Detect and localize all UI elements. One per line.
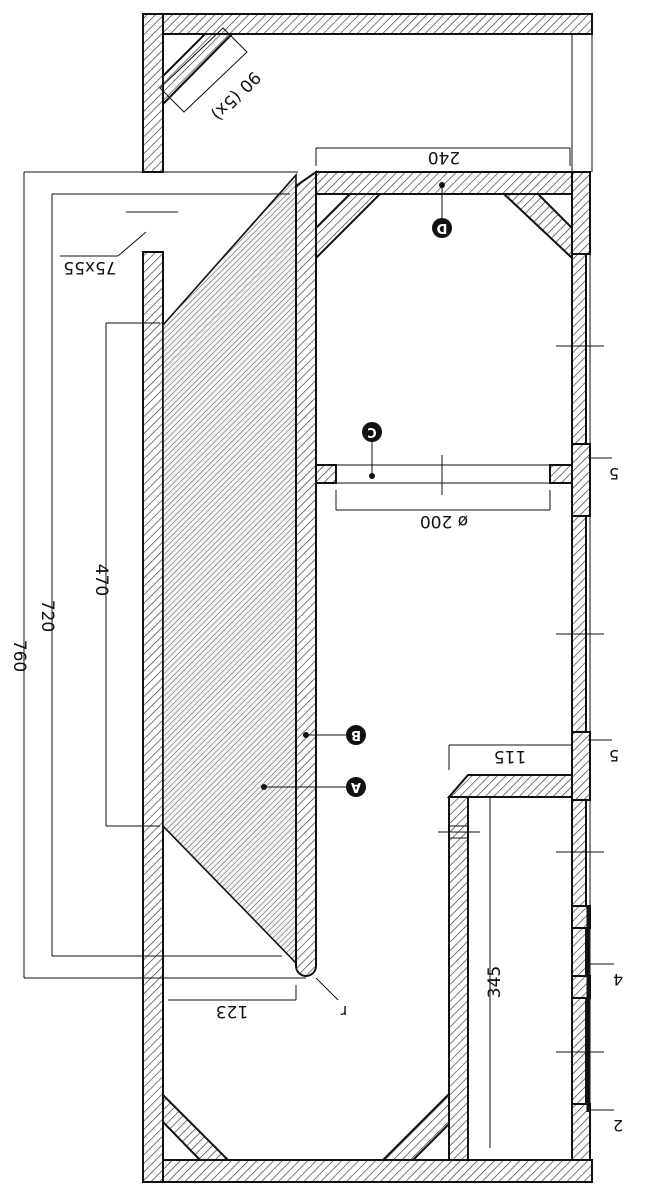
brace-top-left — [162, 33, 235, 107]
dim-345-label: 345 — [485, 966, 505, 998]
baffle-seg-1 — [571, 171, 591, 255]
top-panel — [142, 13, 593, 35]
dim-5-lower-label: 5 — [609, 746, 619, 765]
dim-diameter-label: ø 200 — [420, 511, 468, 531]
brace-bottom-left — [162, 1092, 231, 1161]
dim-760-label: 760 — [9, 640, 29, 672]
baffle-seg-5 — [571, 731, 591, 801]
baffle-seg-10 — [571, 997, 587, 1105]
callout-b-marker — [346, 725, 366, 745]
baffle-seg-2 — [571, 253, 587, 445]
lower-box-left-wall — [448, 796, 469, 1161]
divider-panel — [295, 170, 317, 977]
left-wall-lower — [142, 251, 164, 1183]
damping-wedge — [162, 172, 297, 965]
lower-box-top — [446, 774, 573, 798]
baffle-seg-8 — [571, 927, 587, 977]
brace-chamber-right — [501, 193, 573, 261]
baffle-seg-11 — [571, 1103, 591, 1161]
baffle-seg-4 — [571, 515, 587, 733]
callout-a-label: A — [351, 779, 361, 794]
brace-bottom-mid — [380, 1091, 450, 1161]
dim-4-label: 4 — [613, 970, 623, 989]
baffle-seg-3 — [571, 443, 591, 517]
bottom-panel — [142, 1159, 593, 1183]
dim-240-label: 240 — [428, 147, 460, 167]
dim-radius-label: r — [340, 1002, 347, 1021]
callout-d-label: D — [436, 220, 447, 235]
left-wall-upper — [142, 13, 164, 173]
callout-c-label: C — [367, 424, 377, 439]
driver-plate-right — [549, 464, 573, 484]
baffle-seg-6 — [571, 799, 587, 907]
callouts: D C B A — [261, 182, 452, 797]
lower-box — [438, 774, 573, 1161]
dim-115-label: 115 — [494, 746, 526, 766]
dim-470-label: 470 — [91, 564, 111, 596]
dim-2-label: 2 — [613, 1116, 623, 1135]
callout-b-label: B — [351, 727, 361, 742]
callout-d-marker — [432, 218, 452, 238]
driver-plate-left — [315, 464, 337, 484]
outer-braces — [162, 33, 450, 1161]
dim-75x55-label: 75x55 — [63, 257, 116, 277]
dim-720-label: 720 — [37, 600, 57, 632]
dim-brace-label: 90 (5x) — [207, 67, 264, 124]
dimension-lines — [23, 147, 614, 1148]
brace-chamber-left — [315, 193, 383, 261]
dim-5-upper-label: 5 — [609, 464, 619, 483]
callout-c-marker — [362, 422, 382, 442]
dim-123-label: 123 — [216, 1001, 248, 1021]
callout-a-marker — [346, 777, 366, 797]
